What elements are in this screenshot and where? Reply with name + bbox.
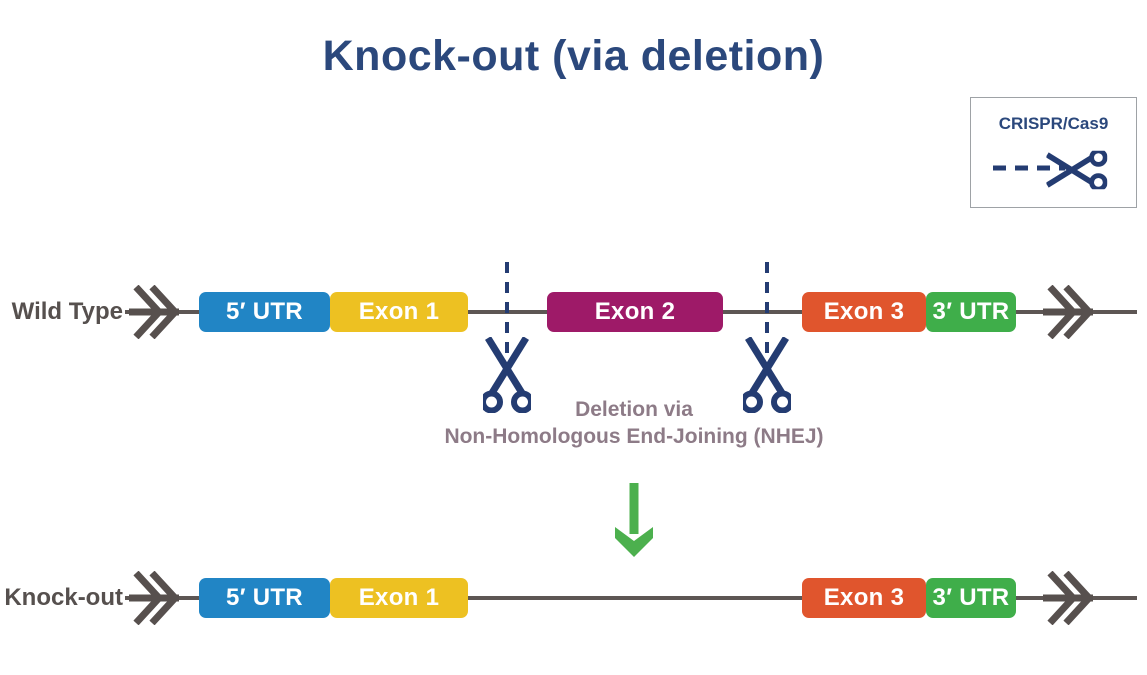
segment-exon3: Exon 3 <box>802 292 926 332</box>
scissors-icon <box>1045 148 1108 192</box>
segment-exon2: Exon 2 <box>547 292 723 332</box>
dna-break-chevron-icon <box>129 285 179 339</box>
legend-scissors-icon <box>1045 148 1108 192</box>
down-arrow-icon <box>615 483 653 557</box>
segment-utr5: 5′ UTR <box>199 292 330 332</box>
legend-title: CRISPR/Cas9 <box>998 114 1109 133</box>
deletion-caption: Deletion via Non-Homologous End-Joining … <box>334 396 934 450</box>
segment-utr3: 3′ UTR <box>926 292 1016 332</box>
segment-exon1: Exon 1 <box>330 292 468 332</box>
cut-site-1 <box>483 258 531 416</box>
wild-type-label: Wild Type <box>11 298 123 325</box>
deletion-caption-line2: Non-Homologous End-Joining (NHEJ) <box>444 425 824 448</box>
cut-site-2 <box>743 258 791 416</box>
dna-break-chevron-icon <box>1043 285 1093 339</box>
legend-dashed-cut-line <box>993 165 1065 171</box>
crispr-legend-box: CRISPR/Cas9 <box>970 97 1137 208</box>
scissors-icon <box>743 337 791 413</box>
diagram-title: Knock-out (via deletion) <box>322 32 825 80</box>
segment-exon3: Exon 3 <box>802 578 926 618</box>
knock-out-label: Knock-out <box>4 584 123 611</box>
deletion-caption-line1: Deletion via <box>575 398 693 421</box>
segment-exon1: Exon 1 <box>330 578 468 618</box>
segment-utr5: 5′ UTR <box>199 578 330 618</box>
scissors-icon <box>483 337 531 413</box>
knock-out-dna-line <box>125 596 1137 600</box>
dna-break-chevron-icon <box>1043 571 1093 625</box>
segment-utr3: 3′ UTR <box>926 578 1016 618</box>
dna-break-chevron-icon <box>129 571 179 625</box>
